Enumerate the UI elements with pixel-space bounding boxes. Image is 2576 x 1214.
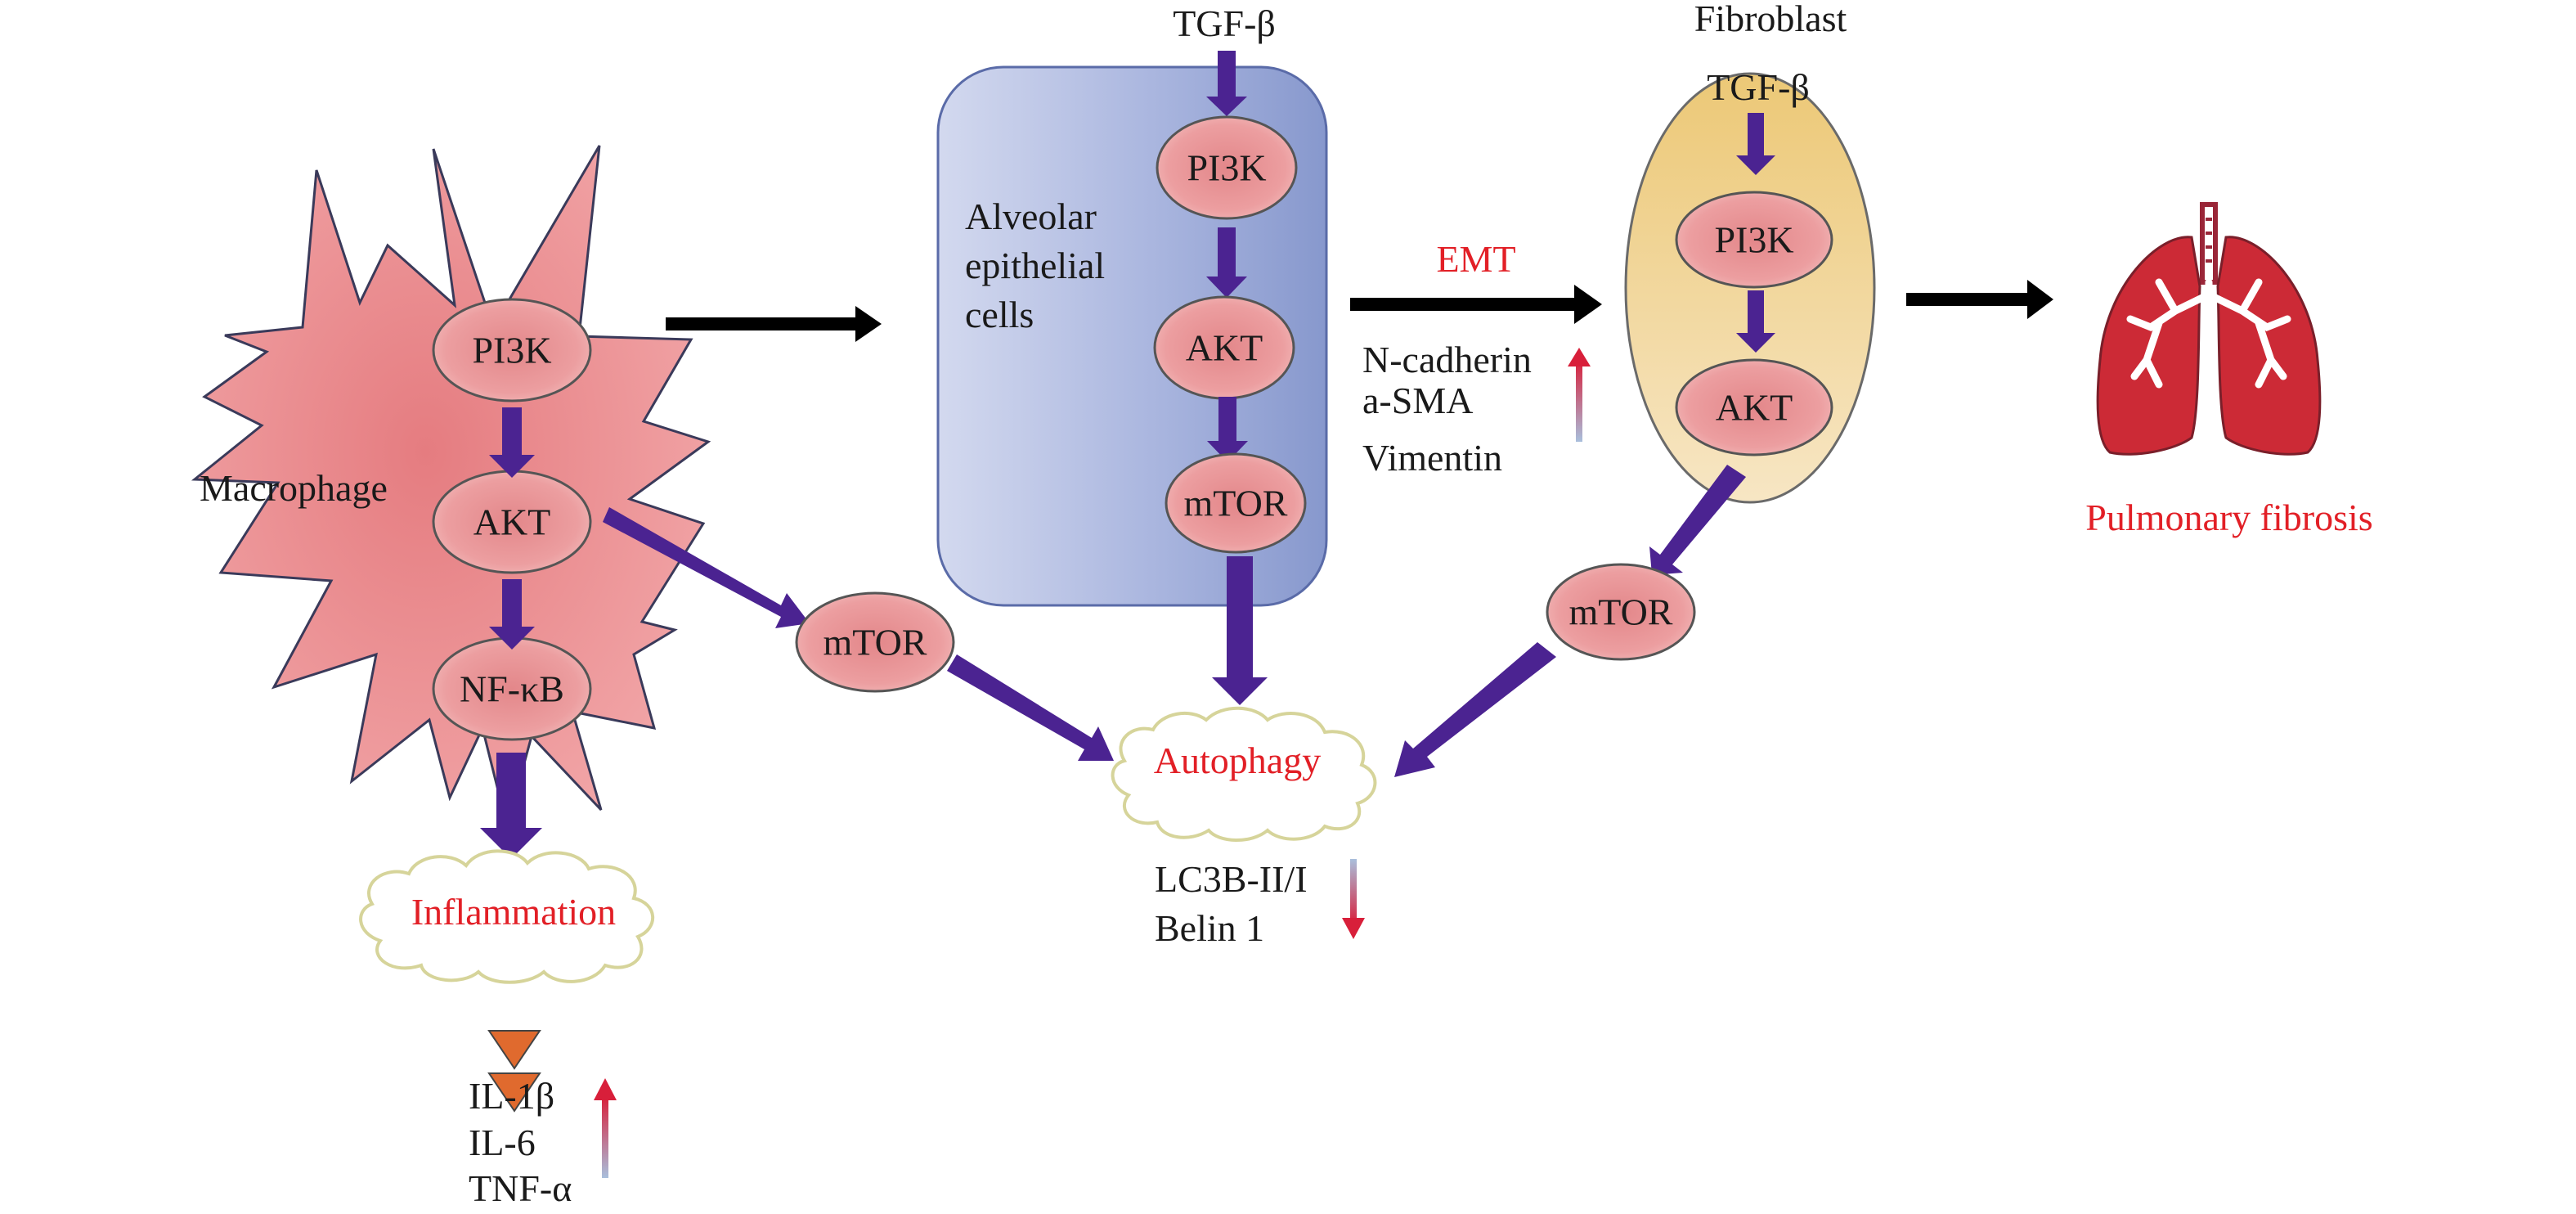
up-arrow-icon <box>594 1078 617 1178</box>
arrow-mtor-to-autophagy-center <box>1212 556 1268 705</box>
emt-markers: N-cadherin a-SMA Vimentin <box>1362 339 1532 479</box>
macrophage-mtor-node: mTOR <box>795 591 955 693</box>
autophagy-markers: LC3B-II/I Belin 1 <box>1155 858 1308 949</box>
fibroblast-mtor-node: mTOR <box>1546 563 1696 661</box>
marker-tnfa: TNF-α <box>469 1167 572 1209</box>
fibroblast-node-pi3k: PI3K <box>1675 191 1833 289</box>
inflammation-label: Inflammation <box>411 891 616 933</box>
macrophage-cell: Macrophage PI3K AKT NF-κB <box>191 145 711 859</box>
fibroblast-label: Fibroblast <box>1694 0 1847 39</box>
autophagy-label: Autophagy <box>1154 740 1321 781</box>
arrow-mtor-to-autophagy-right <box>1394 642 1556 777</box>
flow-arrow-macrophage-to-epithelial <box>666 306 882 342</box>
fibroblast-node-pi3k-label: PI3K <box>1714 219 1793 261</box>
macrophage-node-akt: AKT <box>432 470 592 574</box>
arrow-tgfb-to-pi3k-epithelial <box>1206 51 1247 116</box>
cascade-triangle-1 <box>487 1030 541 1070</box>
fibroblast-input-tgfb: TGF-β <box>1707 66 1810 108</box>
macrophage-mtor-label: mTOR <box>824 622 927 663</box>
arrow-pi3k-to-akt-fibroblast <box>1736 290 1775 353</box>
macrophage-node-nfkb-label: NF-κB <box>460 668 564 710</box>
epithelial-node-pi3k-label: PI3K <box>1187 147 1266 189</box>
marker-il6: IL-6 <box>469 1122 536 1163</box>
arrow-mtor-to-autophagy-left <box>947 654 1114 761</box>
fibroblast-mtor-label: mTOR <box>1569 591 1673 633</box>
macrophage-node-pi3k: PI3K <box>432 298 592 402</box>
arrow-tgfb-to-pi3k-fibroblast <box>1736 113 1775 175</box>
macrophage-node-nfkb: NF-κB <box>432 636 592 741</box>
flow-arrow-epithelial-to-fibroblast <box>1350 285 1602 324</box>
macrophage-shape <box>191 145 711 831</box>
arrow-akt-to-mtor-fibroblast <box>1649 465 1746 575</box>
fibroblast-node-akt: AKT <box>1675 358 1833 456</box>
fibroblast-cell: TGF-β PI3K AKT <box>1624 66 1876 504</box>
outcome-label: Pulmonary fibrosis <box>2085 497 2372 538</box>
arrow-nfkb-to-inflammation <box>480 753 542 859</box>
alveolar-epithelial-cell: Alveolar epithelial cells PI3K AKT mTOR <box>936 51 1328 607</box>
epithelial-node-pi3k: PI3K <box>1156 115 1298 220</box>
marker-lc3b: LC3B-II/I <box>1155 858 1308 900</box>
arrow-akt-to-mtor-epithelial <box>1207 397 1248 462</box>
marker-vimentin: Vimentin <box>1362 437 1502 479</box>
epithelial-node-akt-label: AKT <box>1186 327 1263 369</box>
epithelial-input-tgfb: TGF-β <box>1173 2 1276 44</box>
arrow-akt-to-nfkb-macrophage <box>489 579 535 650</box>
epithelial-node-mtor: mTOR <box>1165 452 1307 554</box>
marker-belin1: Belin 1 <box>1155 907 1264 949</box>
marker-a-sma: a-SMA <box>1362 380 1473 421</box>
marker-n-cadherin: N-cadherin <box>1362 339 1532 380</box>
macrophage-node-akt-label: AKT <box>473 501 551 543</box>
arrow-pi3k-to-akt-epithelial <box>1206 227 1247 298</box>
marker-il1b: IL-1β <box>469 1075 554 1117</box>
lungs-icon <box>2096 202 2322 456</box>
epithelial-node-mtor-label: mTOR <box>1184 483 1288 524</box>
macrophage-node-pi3k-label: PI3K <box>472 330 551 371</box>
autophagy-cloud: Autophagy <box>1111 706 1377 842</box>
emt-label: EMT <box>1436 238 1515 280</box>
epithelial-node-akt: AKT <box>1153 295 1295 400</box>
flow-arrow-fibroblast-to-lungs <box>1906 280 2053 319</box>
inflammation-cloud: Inflammation <box>359 849 655 984</box>
inflammation-markers: IL-1β IL-6 TNF-α <box>469 1075 572 1209</box>
epithelial-label-line1: Alveolar <box>965 196 1097 237</box>
fibroblast-node-akt-label: AKT <box>1716 387 1793 429</box>
down-arrow-icon <box>1342 859 1365 939</box>
epithelial-label-line3: cells <box>965 294 1034 335</box>
cascade-triangle-2 <box>487 1072 541 1113</box>
macrophage-label: Macrophage <box>200 467 388 509</box>
arrow-pi3k-to-akt-macrophage <box>489 407 535 478</box>
epithelial-label-line2: epithelial <box>965 245 1105 286</box>
up-arrow-icon <box>1568 348 1591 442</box>
arrow-akt-to-mtor-macrophage <box>603 507 810 628</box>
